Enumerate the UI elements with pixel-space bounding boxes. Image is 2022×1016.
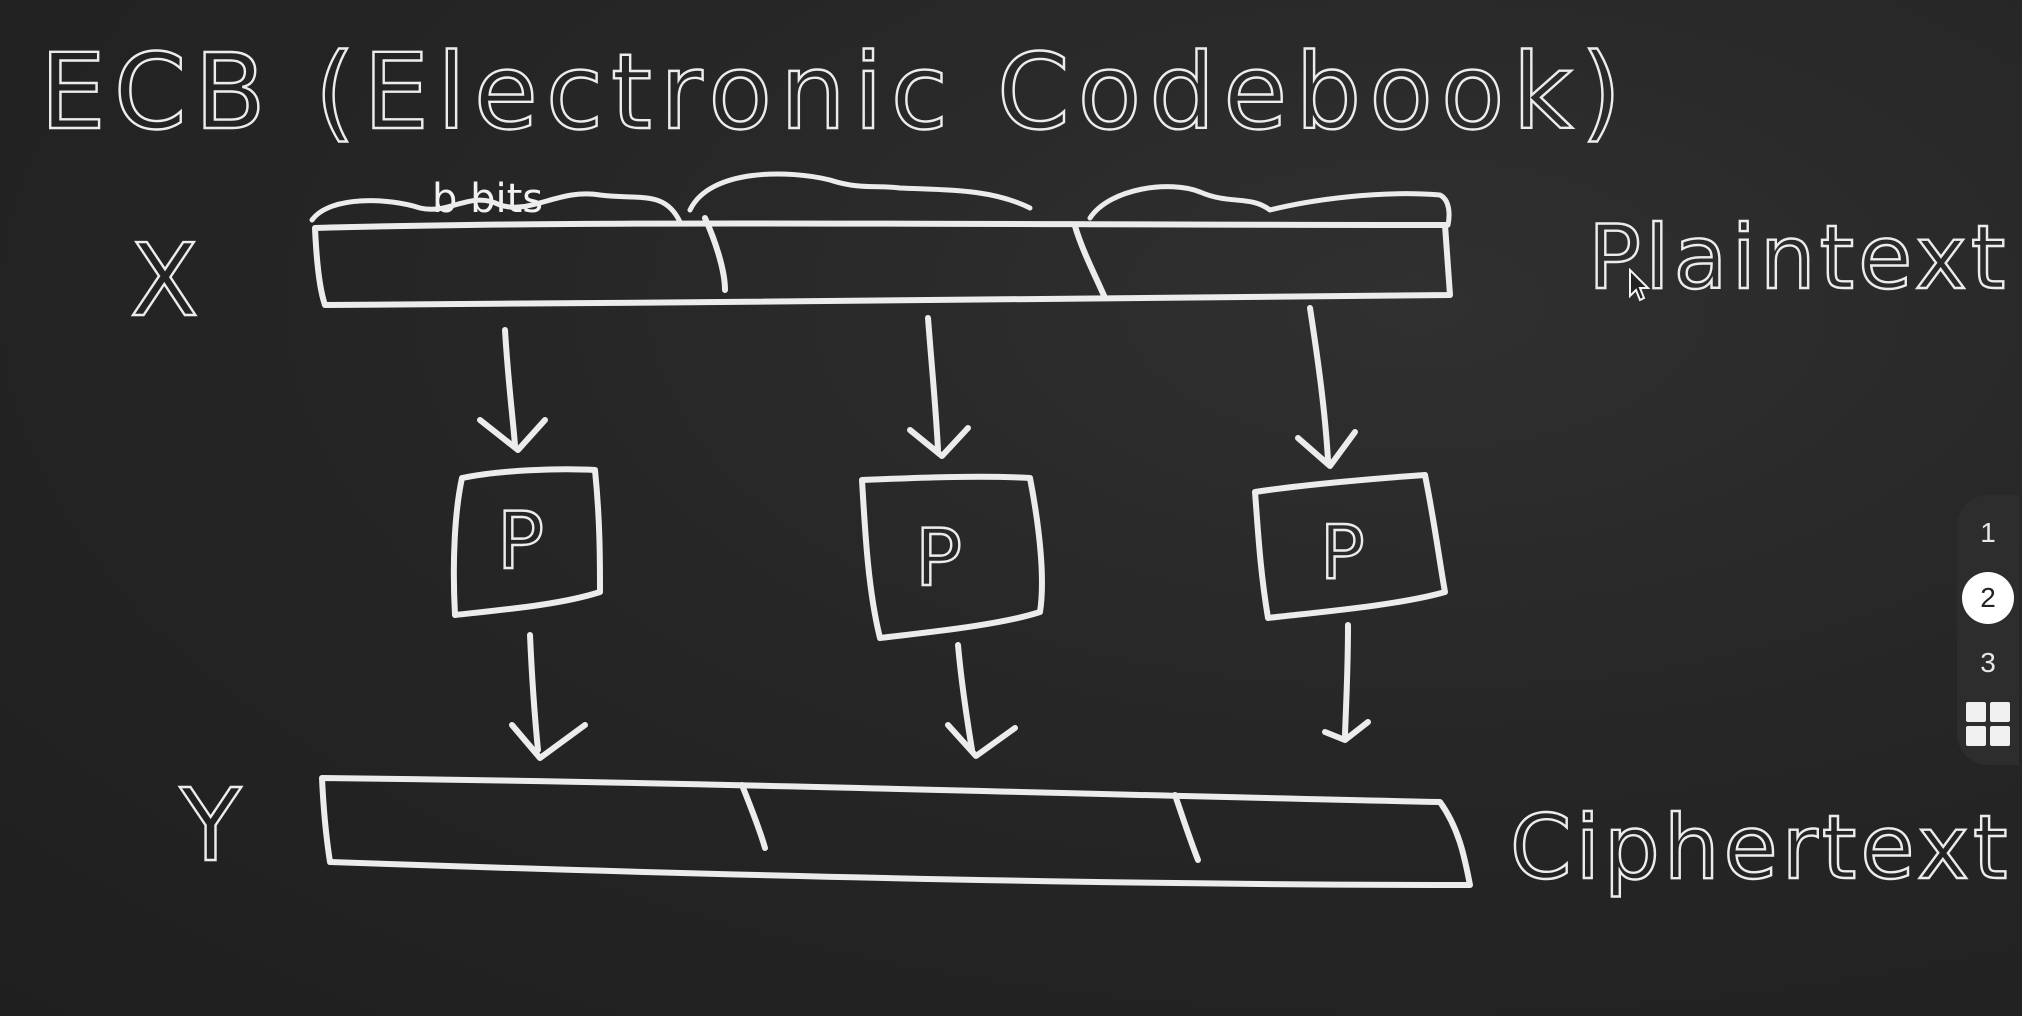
plaintext-variable: X (130, 222, 199, 339)
page-navigator: 1 2 3 (1957, 495, 2019, 765)
ciphertext-label: Ciphertext (1510, 796, 2012, 899)
arrow-from-cipher-1 (509, 632, 588, 761)
plaintext-divider-2 (1072, 223, 1108, 301)
svg-text:P: P (1320, 510, 1365, 596)
cipher-block-1: P (450, 466, 603, 618)
ciphertext-variable: Y (179, 767, 242, 884)
arrow-to-cipher-2 (907, 315, 971, 459)
board-title: ECB (Electronic Codebook) (40, 31, 1629, 153)
page-button-2[interactable]: 2 (1962, 572, 2014, 624)
arrow-to-cipher-3 (1295, 305, 1358, 469)
cipher-block-3: P (1252, 472, 1448, 621)
brace-block-1 (309, 191, 683, 225)
plaintext-divider-1 (702, 215, 728, 293)
plaintext-label: Plaintext (1588, 206, 2009, 309)
cipher-block-2: P (859, 473, 1045, 641)
ciphertext-divider-2 (1172, 792, 1201, 863)
ciphertext-bar (319, 775, 1473, 888)
svg-text:P: P (915, 514, 962, 604)
mouse-cursor-icon (1629, 268, 1651, 302)
arrow-to-cipher-1 (477, 327, 548, 453)
ciphertext-divider-1 (739, 782, 768, 851)
page-overview-grid-icon[interactable] (1966, 702, 2010, 746)
page-button-3[interactable]: 3 (1980, 647, 1996, 678)
plaintext-bar (312, 220, 1453, 308)
arrow-from-cipher-3 (1322, 622, 1371, 743)
brace-block-3 (1087, 184, 1452, 228)
page-button-1[interactable]: 1 (1980, 517, 1996, 548)
svg-text:P: P (497, 497, 544, 587)
arrow-from-cipher-2 (945, 642, 1018, 759)
brace-block-2 (687, 171, 1033, 213)
